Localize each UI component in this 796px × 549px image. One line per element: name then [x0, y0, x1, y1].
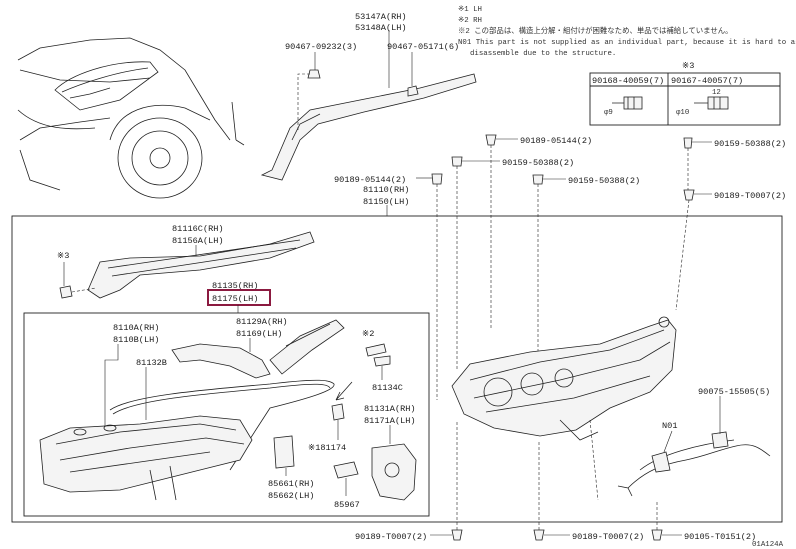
- part-81171a[interactable]: 81171A(LH): [364, 416, 416, 426]
- vehicle-corner-illustration: [17, 37, 245, 199]
- clip-icon: [307, 69, 321, 79]
- assembly-frame: [11, 215, 783, 523]
- part-53148a[interactable]: 53148A(LH): [355, 23, 407, 33]
- note-line-2: ※2 RH: [458, 17, 482, 25]
- bolt-icon: [485, 134, 497, 146]
- ballast-drawing: [371, 443, 417, 501]
- clip-icon: [331, 403, 345, 421]
- part-8110a[interactable]: 8110A(RH): [113, 323, 159, 333]
- dim-phi10: φ10: [676, 109, 689, 117]
- ref-n01: N01: [662, 421, 677, 431]
- part-90159-50388-c[interactable]: 90159-50388(2): [714, 139, 786, 149]
- part-90189-t0007-bottom-a[interactable]: 90189-T0007(2): [355, 532, 427, 542]
- dim-12: 12: [712, 89, 721, 97]
- arrow-icon: [335, 381, 353, 401]
- part-90189-t0007-right[interactable]: 90189-T0007(2): [714, 191, 786, 201]
- part-81116c[interactable]: 81116C(RH): [172, 224, 224, 234]
- part-90159-50388-a[interactable]: 90159-50388(2): [502, 158, 574, 168]
- bolt-icon: [451, 529, 463, 541]
- screw-icon: [694, 96, 729, 110]
- ref-mark-2: ※2: [362, 329, 374, 339]
- fastener-col-2[interactable]: 90167-40057(7): [671, 76, 743, 86]
- part-8110b[interactable]: 8110B(LH): [113, 335, 159, 345]
- part-53147a[interactable]: 53147A(RH): [355, 12, 407, 22]
- part-81129a[interactable]: 81129A(RH): [236, 317, 288, 327]
- part-81134c[interactable]: 81134C: [372, 383, 403, 393]
- note-line-1: ※1 LH: [458, 6, 482, 14]
- bolt-icon: [683, 189, 695, 201]
- part-90189-t0007-bottom-b[interactable]: 90189-T0007(2): [572, 532, 644, 542]
- part-81150[interactable]: 81150(LH): [363, 197, 409, 207]
- part-85967[interactable]: 85967: [334, 500, 360, 510]
- part-90105-t0151[interactable]: 90105-T0151(2): [684, 532, 756, 542]
- bulb-socket-drawing: [365, 343, 391, 367]
- part-81169[interactable]: 81169(LH): [236, 329, 282, 339]
- bracket-drawing: [171, 319, 345, 379]
- bolt-icon: [451, 156, 463, 167]
- clip-icon: [59, 285, 73, 299]
- bolt-icon: [431, 173, 443, 185]
- part-81131a[interactable]: 81131A(RH): [364, 404, 416, 414]
- part-90467-05171[interactable]: 90467-05171(6): [387, 42, 459, 52]
- part-85662[interactable]: 85662(LH): [268, 491, 314, 501]
- notes-block: ※1 LH ※2 RH ※2 この部品は、構造上分解・組付けが困難なため、単品で…: [458, 6, 796, 58]
- diagram-code: 01A124A: [752, 541, 784, 549]
- part-81175-highlighted[interactable]: 81175(LH): [212, 294, 258, 304]
- headlamp-assembly-drawing: [451, 316, 677, 441]
- ref-mark-3: ※3: [57, 251, 69, 261]
- dim-phi9: φ9: [604, 109, 613, 117]
- fastener-col-1[interactable]: 90168-40059(7): [592, 76, 664, 86]
- part-90159-50388-b[interactable]: 90159-50388(2): [568, 176, 640, 186]
- part-85661[interactable]: 85661(RH): [268, 479, 314, 489]
- bolt-icon: [683, 137, 693, 149]
- headlamp-drawing: [39, 415, 253, 501]
- garnish-strip: [260, 73, 477, 181]
- part-81156a[interactable]: 81156A(LH): [172, 236, 224, 246]
- part-90467-09232[interactable]: 90467-09232(3): [285, 42, 357, 52]
- actuator-drawing: [273, 435, 295, 469]
- wire-connector-drawing: [617, 431, 771, 497]
- part-90189-05144-b[interactable]: 90189-05144(2): [334, 175, 406, 185]
- part-81132b[interactable]: 81132B: [136, 358, 167, 368]
- note-line-4: N01 This part is not supplied as an indi…: [458, 39, 796, 47]
- note-line-3: ※2 この部品は、構造上分解・組付けが困難なため、単品では補給していません。: [458, 26, 733, 36]
- part-90189-05144-a[interactable]: 90189-05144(2): [520, 136, 592, 146]
- fastener-table: ※3 90168-40059(7) 90167-40057(7) φ9 φ10 …: [589, 61, 781, 126]
- highlight-box: [207, 289, 271, 306]
- part-90075-15505[interactable]: 90075-15505(5): [698, 387, 770, 397]
- part-81174[interactable]: ※181174: [308, 443, 346, 453]
- screw-icon: [612, 96, 643, 110]
- cap-drawing: [333, 461, 359, 479]
- turn-lamp-drawing: [87, 231, 315, 299]
- clip-icon: [407, 85, 419, 97]
- note-line-5: disassemble due to the structure.: [470, 50, 616, 58]
- fastener-table-title: ※3: [682, 61, 694, 71]
- bolt-icon: [533, 529, 545, 541]
- bolt-icon: [651, 529, 663, 541]
- bolt-icon: [532, 174, 544, 185]
- part-81135[interactable]: 81135(RH): [212, 281, 258, 291]
- wiring-harness-drawing: [109, 379, 335, 471]
- part-81110[interactable]: 81110(RH): [363, 185, 409, 195]
- headlamp-unit-frame: [23, 312, 430, 517]
